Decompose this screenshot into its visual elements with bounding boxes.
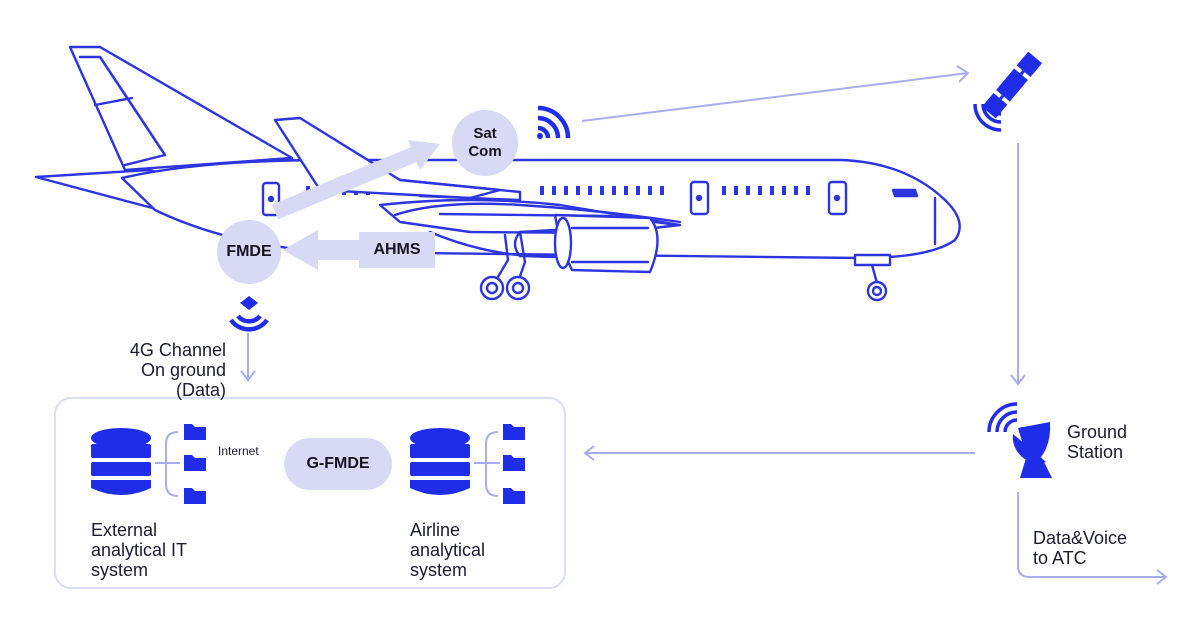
ground-station-icon <box>987 402 1052 478</box>
folder-tree-connector <box>155 431 180 497</box>
fmde-signal-icon <box>229 296 269 332</box>
ground-station-label: Ground Station <box>1067 422 1128 462</box>
fmde-down-arrow <box>240 333 256 382</box>
satellite-to-ground-arrow <box>1010 143 1026 386</box>
folder-tree-connector <box>474 431 500 497</box>
internet-label: Internet <box>218 444 259 458</box>
fmde-node: FMDE <box>217 220 281 284</box>
satellite-icon <box>973 51 1043 132</box>
folder-icon <box>184 424 206 504</box>
satcom-node: Sat Com <box>452 110 518 176</box>
folder-icon <box>503 424 525 504</box>
airline-system-label: Airline analytical system <box>410 520 486 580</box>
data-voice-label: Data&Voice to ATC <box>1033 528 1128 568</box>
satcom-signal-icon <box>537 105 571 139</box>
database-icon <box>410 428 470 495</box>
fmde-to-satcom-arrow <box>271 140 440 220</box>
ground-to-box-arrow <box>583 445 975 461</box>
gfmde-node: G-FMDE <box>284 438 392 490</box>
channel-label: 4G Channel On ground (Data) <box>129 340 226 400</box>
ground-to-atc-arrow <box>1017 492 1168 585</box>
database-icon <box>91 428 151 495</box>
airplane-illustration <box>34 45 961 302</box>
ahms-node: AHMS <box>359 232 435 268</box>
satcom-to-satellite-arrow <box>581 65 970 122</box>
ahms-to-fmde-arrow <box>283 230 360 270</box>
external-system-label: External analytical IT system <box>91 520 188 580</box>
